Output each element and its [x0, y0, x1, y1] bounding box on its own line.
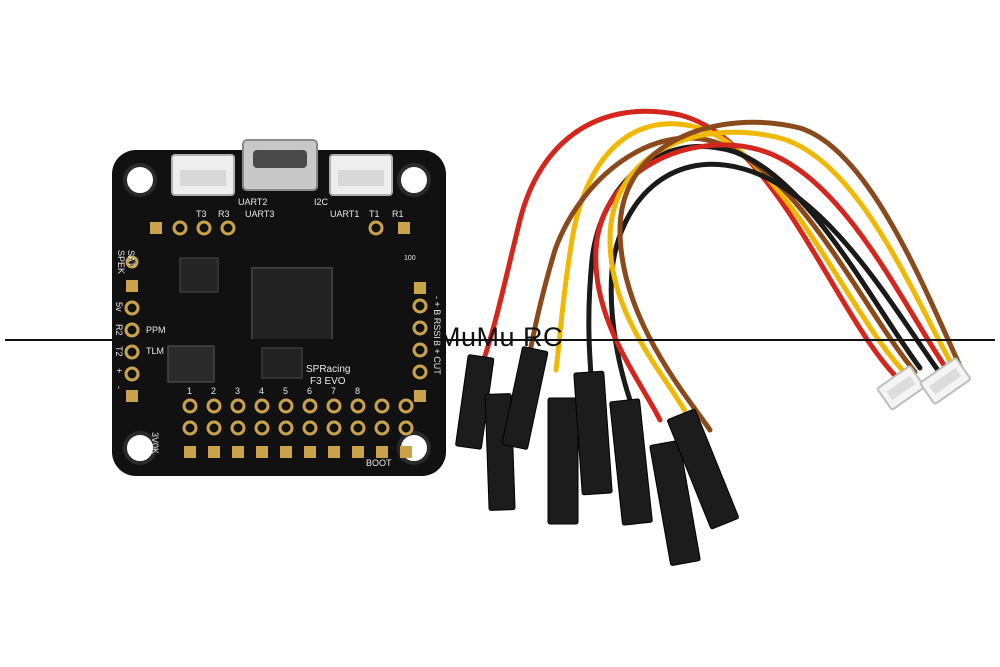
motor-pad	[232, 446, 244, 458]
label-sat: SAT	[126, 250, 136, 267]
motor-pad	[350, 420, 366, 436]
label-tlm: TLM	[146, 346, 164, 356]
watermark-text: MuMu RC	[438, 322, 564, 352]
mounting-holes	[123, 163, 431, 465]
motor-number-label: 3	[235, 386, 240, 396]
motor-pad	[206, 420, 222, 436]
wire-yellow-2	[607, 129, 958, 423]
motor-number-label: 7	[331, 386, 336, 396]
label-minus: -	[114, 386, 124, 389]
label-rssi-row: - + B RSSI	[432, 296, 442, 339]
jst-connector-uart2	[171, 154, 235, 196]
motor-pad	[206, 398, 222, 414]
motor-number-label: 4	[259, 386, 264, 396]
flight-controller-board: UART2 UART3 T3 R3 I2C UART1 T1 R1 SPEK S…	[112, 139, 446, 476]
label-r2: R2	[114, 324, 124, 336]
motor-pad	[350, 398, 366, 414]
label-i2c: I2C	[314, 197, 329, 207]
label-spek: SPEK	[116, 250, 126, 274]
sensor-chip	[179, 257, 219, 293]
label-led: 100	[404, 255, 416, 262]
label-boot: BOOT	[366, 458, 392, 468]
label-r1: R1	[392, 209, 404, 219]
motor-pad	[278, 420, 294, 436]
motor-pad	[230, 398, 246, 414]
motor-pad	[326, 420, 342, 436]
dupont-connectors	[455, 346, 739, 566]
motor-number-label: 5	[283, 386, 288, 396]
motor-pad	[182, 398, 198, 414]
wire-red-2	[593, 142, 953, 423]
motor-pad	[328, 446, 340, 458]
motor-pad	[182, 420, 198, 436]
motor-pad	[352, 446, 364, 458]
jst-plug-pair	[876, 357, 971, 411]
motor-pad	[254, 420, 270, 436]
label-uart1: UART1	[330, 209, 359, 219]
left-pads	[124, 220, 236, 402]
motor-output-pads	[182, 398, 414, 458]
wire-black-1	[586, 144, 923, 393]
silkscreen-labels: UART2 UART3 T3 R3 I2C UART1 T1 R1 SPEK S…	[114, 197, 442, 468]
motor-number-label: 6	[307, 386, 312, 396]
motor-pad	[302, 398, 318, 414]
motor-number-label: 1	[187, 386, 192, 396]
regulator	[167, 345, 215, 383]
motor-pad	[256, 446, 268, 458]
motor-pad	[254, 398, 270, 414]
wire-red-1	[477, 108, 908, 388]
wire-brown-1	[522, 135, 918, 381]
motor-pad	[208, 446, 220, 458]
motor-pad	[374, 420, 390, 436]
usb-port	[242, 139, 318, 191]
label-vbat: 3V0K	[150, 432, 160, 454]
label-uart3: UART3	[245, 209, 274, 219]
wire-black-2	[608, 161, 948, 403]
label-t3: T3	[196, 209, 207, 219]
motor-pad	[184, 446, 196, 458]
motor-pad	[398, 420, 414, 436]
wire-yellow-1	[553, 121, 913, 381]
motor-pad	[280, 446, 292, 458]
motor-pad	[230, 420, 246, 436]
label-t1: T1	[369, 209, 380, 219]
label-5v: 5v	[114, 302, 124, 312]
motor-number-label: 2	[211, 386, 216, 396]
label-board-model: F3 EVO	[310, 376, 346, 387]
label-ppm: PPM	[146, 325, 166, 335]
wire-brown-2	[617, 119, 963, 433]
label-plus: +	[114, 368, 124, 373]
mcu-chip	[251, 267, 333, 341]
motor-pad	[278, 398, 294, 414]
motor-pad	[400, 446, 412, 458]
label-uart2: UART2	[238, 197, 267, 207]
label-board-name: SPRacing	[306, 364, 350, 375]
secondary-chip	[261, 347, 303, 379]
motor-pad	[376, 446, 388, 458]
label-r3: R3	[218, 209, 230, 219]
motor-pad	[326, 398, 342, 414]
jst-connector-uart1	[329, 154, 393, 196]
right-pads	[368, 220, 428, 402]
label-cur-row: B + CUT	[432, 340, 442, 375]
motor-pad	[304, 446, 316, 458]
motor-pad	[374, 398, 390, 414]
label-t2: T2	[114, 346, 124, 357]
motor-number-labels: 1 2 3 4 5 6 7 8	[187, 386, 360, 396]
jumper-cables	[477, 108, 963, 433]
motor-number-label: 8	[355, 386, 360, 396]
motor-pad	[398, 398, 414, 414]
motor-pad	[302, 420, 318, 436]
